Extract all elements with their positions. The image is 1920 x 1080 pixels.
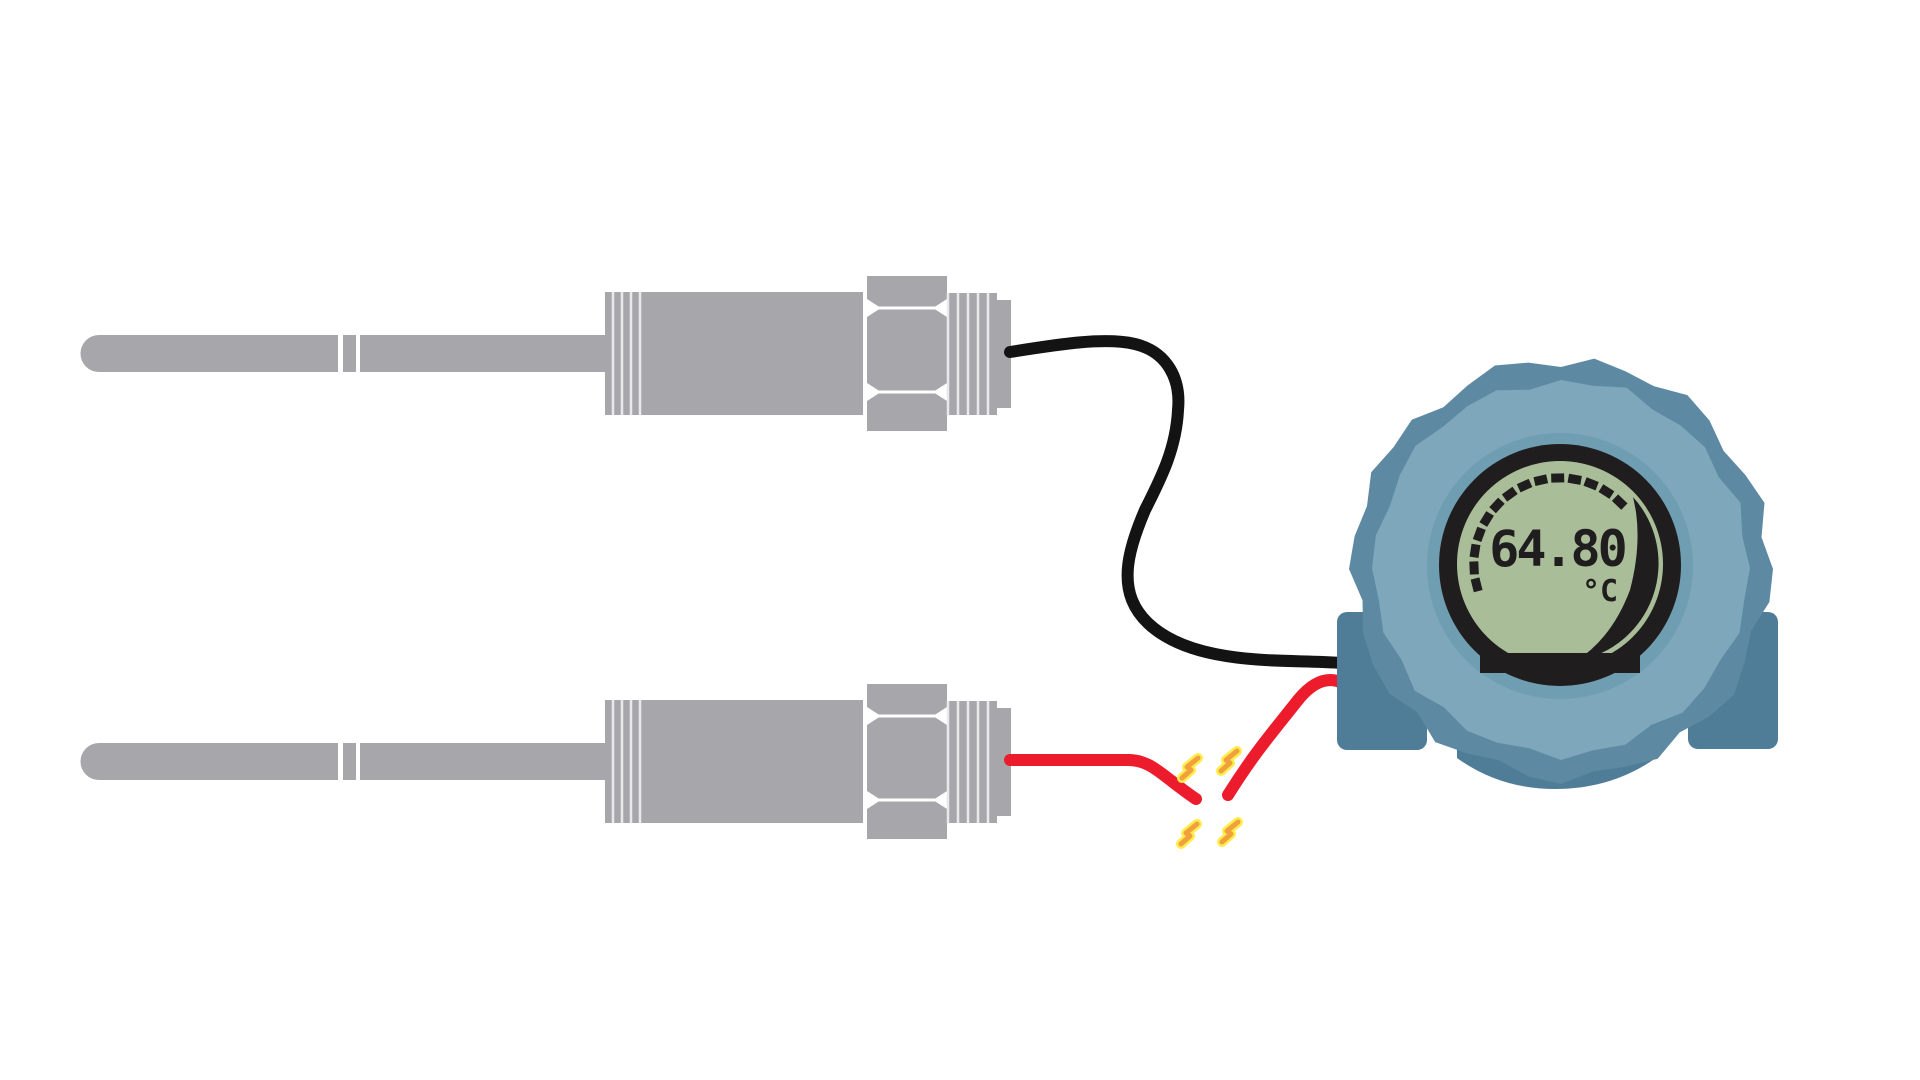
probe-collar: [605, 292, 648, 415]
lcd-unit-text: °C: [1582, 574, 1618, 609]
probe-rod: [360, 335, 605, 372]
probe-hex-facets: [863, 276, 947, 431]
lcd-range-arc: [1576, 497, 1659, 661]
lcd-bargraph-dash: [1516, 478, 1533, 493]
lcd-value-text: 64.80: [1489, 520, 1625, 578]
lcd-bargraph-dash: [1469, 543, 1481, 559]
lcd-bargraph-dash: [1469, 561, 1479, 575]
probe-threads: [948, 701, 997, 823]
lead-wire-black: [1004, 335, 1349, 669]
spark-icon: [1176, 819, 1202, 849]
probe-rod: [360, 743, 605, 780]
probe-rod: [80, 335, 338, 372]
lead-wire-red-left-segment: [1004, 754, 1202, 805]
lcd-bargraph-dash: [1479, 511, 1494, 527]
probe-collar: [605, 700, 648, 823]
probe-rod-ring: [343, 743, 356, 780]
lcd-screen: [1457, 461, 1663, 667]
probe-hex-nut: [867, 684, 947, 839]
probe-hex-facets: [863, 684, 947, 839]
probe-threads: [948, 293, 997, 415]
probe-end-cap: [997, 300, 1011, 408]
rtd-probe-top: [80, 276, 1011, 431]
probe-body: [648, 292, 863, 415]
probe-hex-nut: [867, 276, 947, 431]
probe-end-cap: [997, 708, 1011, 816]
lcd-bargraph-dash: [1551, 473, 1565, 483]
spark-icon: [1216, 746, 1242, 776]
lcd-bargraph-dash: [1611, 494, 1628, 510]
transmitter-housing: 64.80 °C: [1337, 358, 1778, 789]
lcd-bargraph-dash: [1489, 497, 1505, 514]
probe-rod: [80, 743, 338, 780]
lcd-bargraph-dash: [1583, 477, 1599, 491]
probe-thread-ridges: [946, 293, 990, 415]
lead-wire-red-right-segment: [1222, 674, 1349, 801]
lcd-bargraph-dash: [1567, 473, 1582, 485]
lcd-bargraph-dash: [1598, 484, 1615, 499]
probe-collar-ridges: [611, 292, 642, 415]
wire-break-sparks: [1176, 746, 1243, 849]
lcd-bargraph-dash: [1472, 526, 1486, 543]
spark-icon: [1177, 753, 1203, 783]
lcd-bargraph-dash: [1501, 486, 1518, 502]
probe-body: [648, 700, 863, 823]
lcd-screen-bottom-chord: [1480, 653, 1640, 673]
spark-icon: [1217, 817, 1243, 847]
lcd-bargraph-segments: [1469, 473, 1628, 593]
probe-rod-ring: [343, 335, 356, 372]
lcd-bargraph-dash: [1470, 577, 1483, 593]
rtd-probe-bottom: [80, 684, 1011, 839]
probe-collar-ridges: [611, 700, 642, 823]
probe-thread-ridges: [946, 701, 990, 823]
lcd-bargraph-dash: [1533, 474, 1549, 487]
